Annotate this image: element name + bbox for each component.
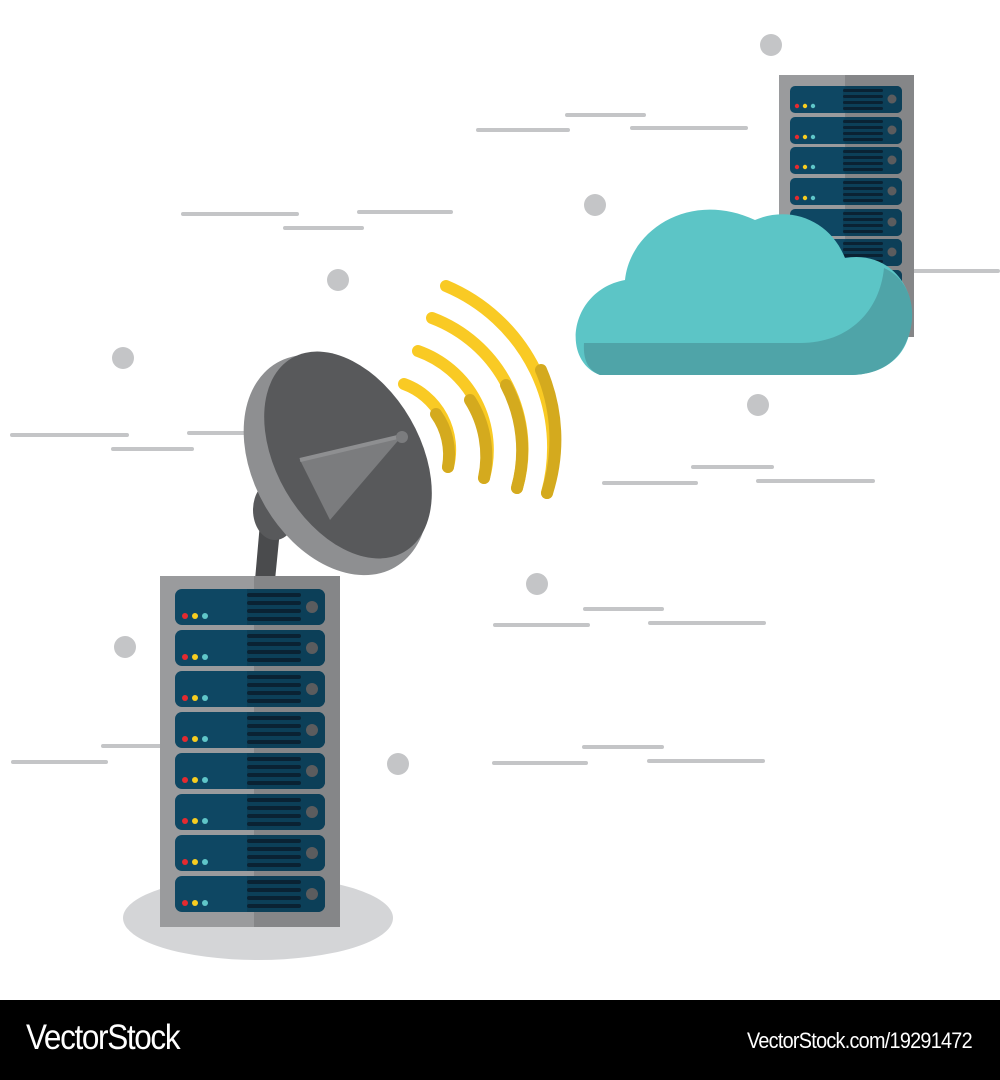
- signal-waves-icon: [398, 280, 562, 499]
- watermark-footer: VectorStock VectorStock.com/19291472: [0, 1000, 1000, 1080]
- image-reference: VectorStock.com/19291472: [747, 1028, 973, 1053]
- motion-lines: [10, 113, 1000, 765]
- brand-logo: VectorStock: [26, 1018, 181, 1057]
- decorative-dots: [112, 34, 782, 775]
- satellite-dish-icon: [243, 351, 432, 580]
- server-rack: [160, 576, 340, 927]
- illustration: [10, 34, 1000, 960]
- cloud-icon: [575, 209, 913, 375]
